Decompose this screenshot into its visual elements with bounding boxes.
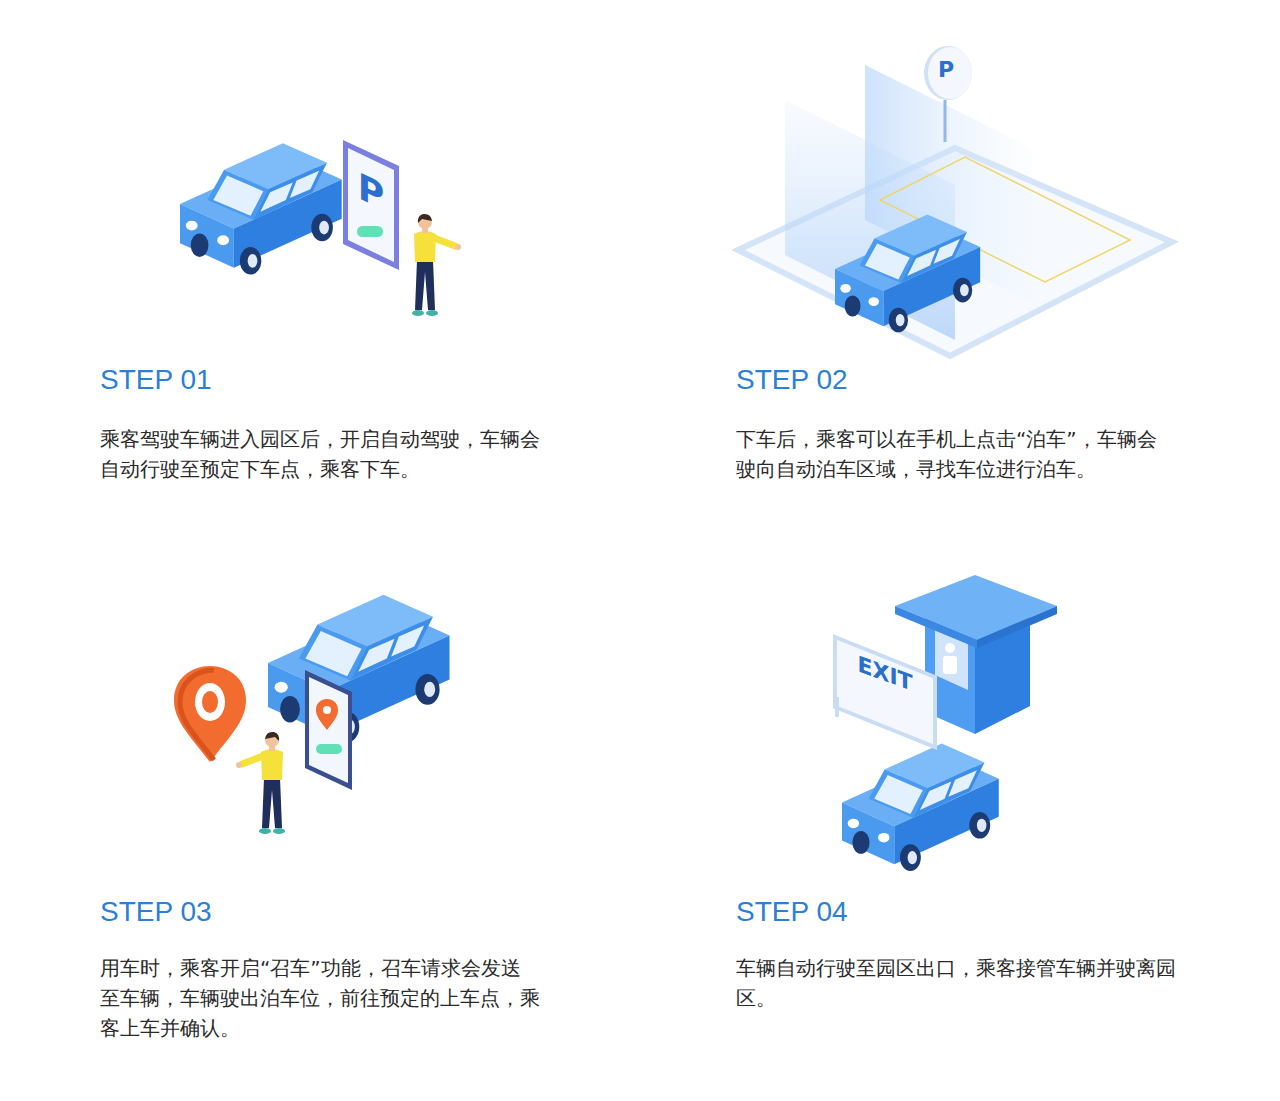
person: [236, 732, 285, 834]
parking-area: [738, 65, 1172, 356]
sign-text: P: [920, 45, 972, 81]
car: [842, 744, 999, 871]
car: [835, 214, 980, 332]
person: [412, 214, 461, 316]
step-description: 车辆自动行驶至园区出口，乘客接管车辆并驶离园区。: [736, 953, 1176, 1013]
exit-sign: EXIT: [835, 637, 935, 747]
step-heading: STEP 01: [100, 362, 400, 398]
car: [180, 143, 342, 274]
car: [268, 595, 450, 742]
parking-sign: P: [920, 45, 972, 101]
step-heading: STEP 03: [100, 894, 400, 930]
step-description: 乘客驾驶车辆进入园区后，开启自动驾驶，车辆会自动行驶至预定下车点，乘客下车。: [100, 424, 540, 484]
step-heading: STEP 04: [736, 894, 1036, 930]
step-description: 用车时，乘客开启“召车”功能，召车请求会发送至车辆，车辆驶出泊车位，前往预定的上…: [100, 953, 540, 1043]
step-description: 下车后，乘客可以在手机上点击“泊车”，车辆会驶向自动泊车区域，寻找车位进行泊车。: [736, 424, 1176, 484]
step-heading: STEP 02: [736, 362, 1036, 398]
parking-sign: P: [343, 140, 399, 270]
phone-screen: [305, 670, 352, 790]
location-pin: [174, 666, 246, 762]
